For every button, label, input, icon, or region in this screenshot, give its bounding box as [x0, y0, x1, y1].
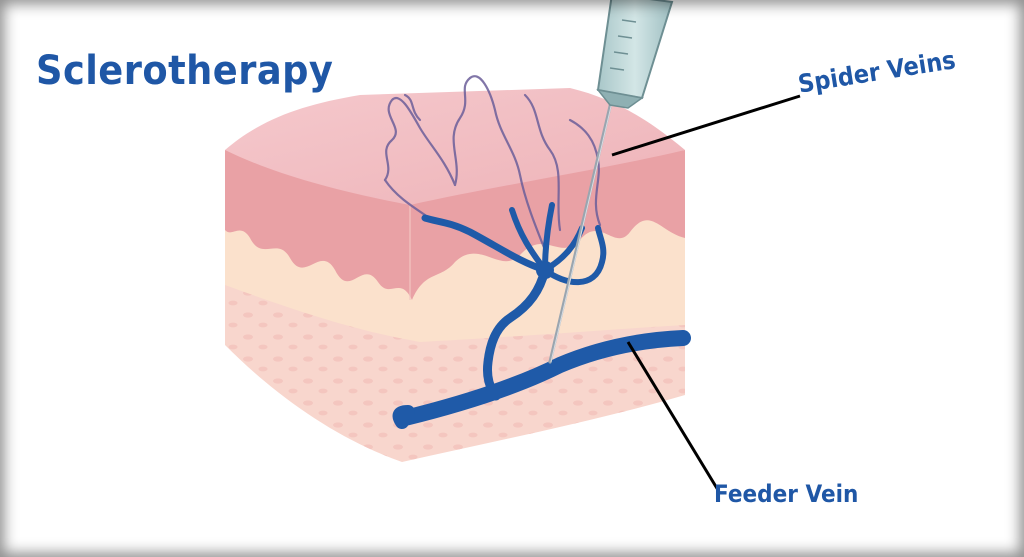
diagram-title: Sclerotherapy — [36, 48, 334, 94]
feeder-vein-label: Feeder Vein — [714, 480, 859, 508]
feeder-vein-leader-line — [626, 341, 720, 491]
subcutaneous-layer — [225, 280, 685, 462]
spider-veins-leader-line — [611, 94, 801, 157]
spider-vein-network — [421, 202, 607, 401]
syringe — [596, 0, 674, 109]
needle — [548, 96, 614, 364]
feeder-vein — [392, 330, 691, 429]
